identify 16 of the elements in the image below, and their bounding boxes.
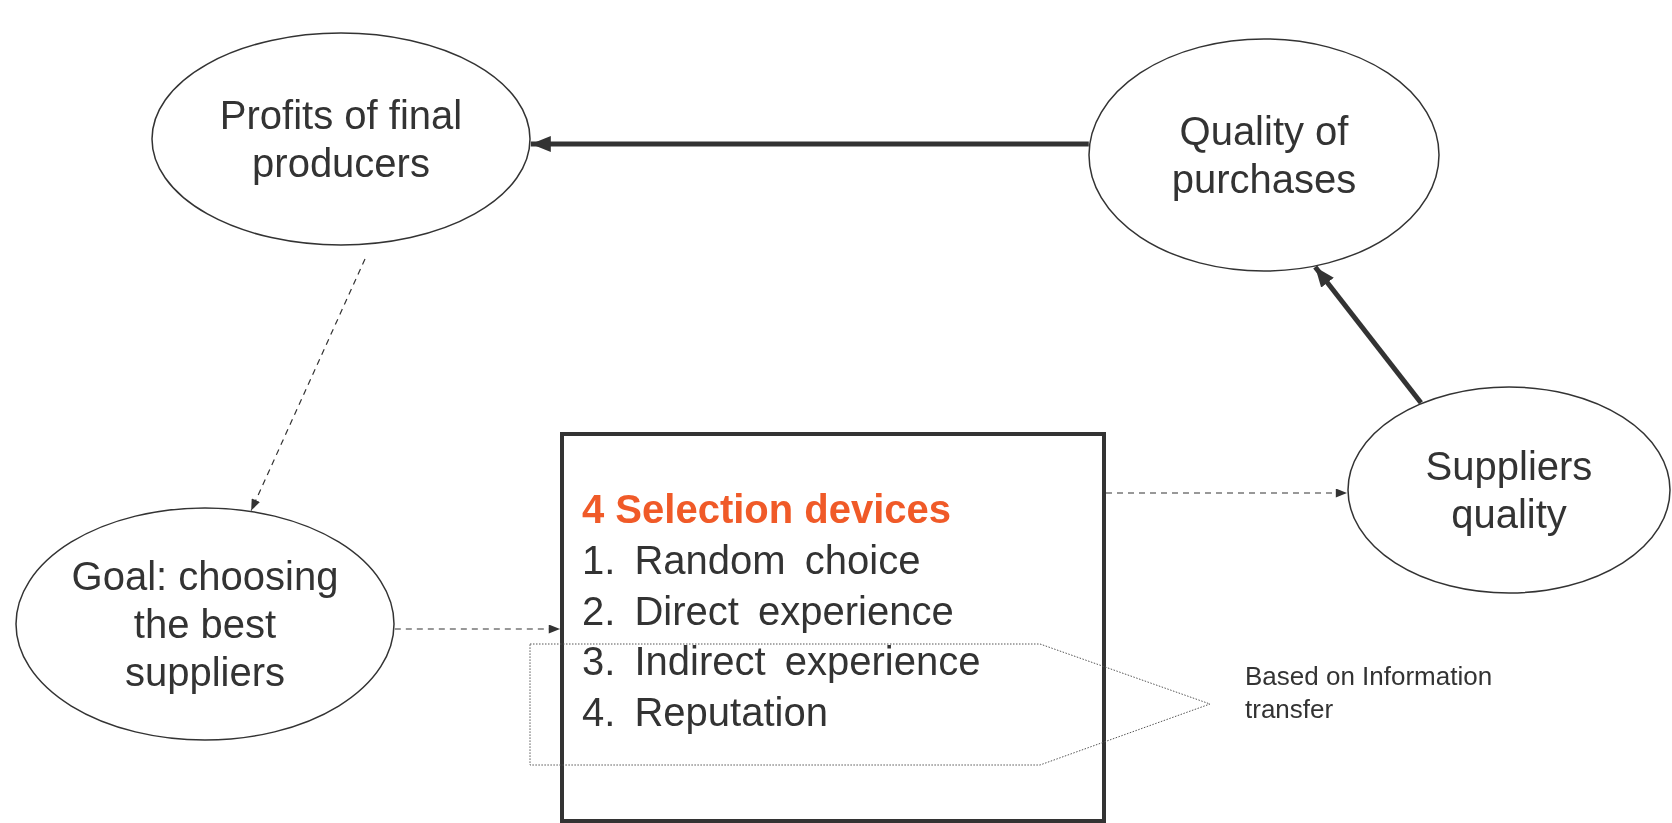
list-item: 3. Indirect experience — [582, 638, 981, 686]
arrow — [394, 624, 561, 634]
arrow — [250, 258, 366, 512]
box-heading: 4 Selection devices — [582, 486, 952, 533]
list-item: 2. Direct experience — [582, 587, 954, 635]
callout-text: Based on Information transfer — [1245, 660, 1494, 725]
arrow — [1105, 488, 1348, 498]
node-label: Suppliers quality — [1424, 443, 1594, 538]
node-label: Quality of purchases — [1170, 108, 1358, 203]
node-label: Profits of final producers — [218, 92, 464, 187]
selection-devices-box — [560, 432, 1106, 823]
list-item: 1. Random choice — [582, 536, 921, 584]
arrow — [530, 136, 1089, 152]
list-item: 4. Reputation — [582, 689, 828, 737]
arrow — [1313, 265, 1423, 405]
node-label: Goal: choosing the best suppliers — [70, 553, 340, 696]
